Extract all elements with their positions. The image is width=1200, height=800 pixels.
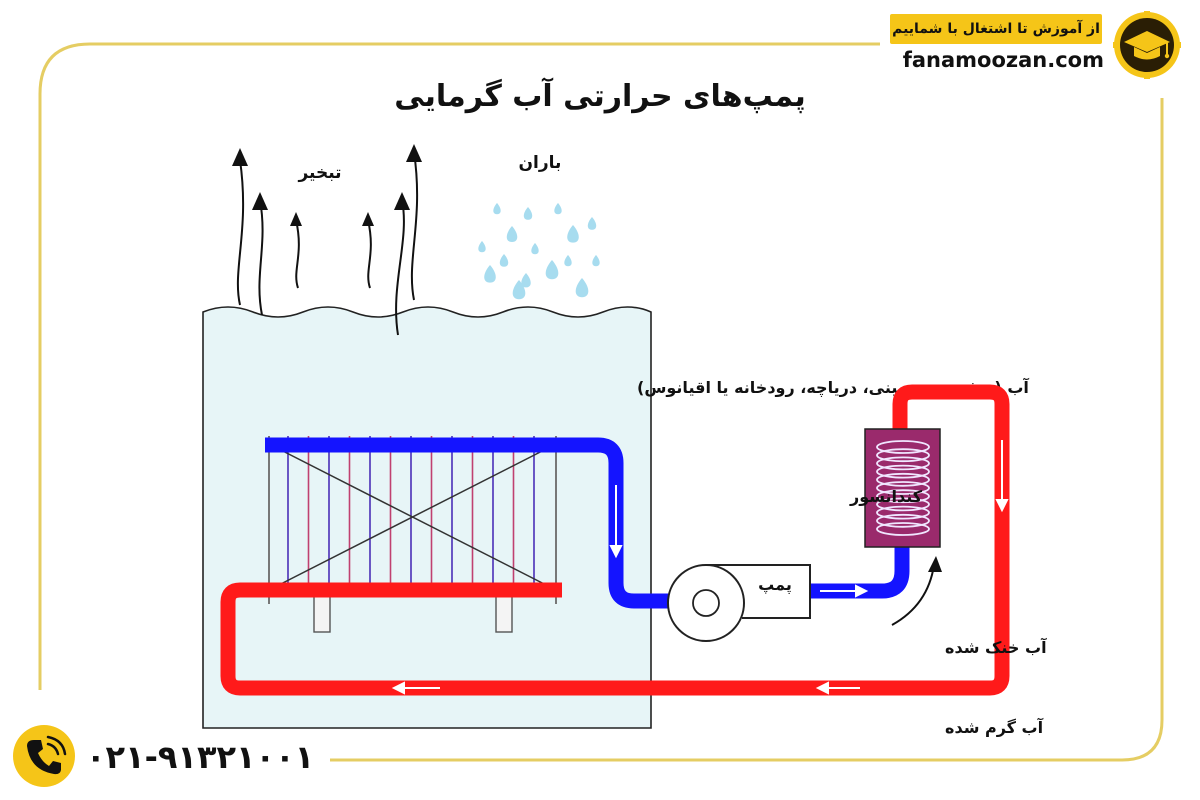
condenser-coil-loop (876, 497, 930, 512)
gold-frame (38, 42, 880, 690)
rain-drop (545, 260, 559, 280)
condenser-coil-loop (876, 522, 930, 536)
heat-exchanger-coil (268, 436, 557, 604)
rain-drop (575, 278, 589, 298)
diagram-title: پمپ‌های حرارتی آب گرمایی (394, 77, 805, 114)
rain-drop (592, 255, 600, 267)
rain-drop (564, 255, 572, 267)
cooled-water-arrowhead (928, 556, 942, 572)
condenser-coil-loop (876, 456, 930, 471)
pump-label: پمپ (758, 575, 792, 595)
rain-drop (493, 203, 501, 215)
condenser-label: کندانسور (849, 487, 923, 506)
rain-drop (531, 243, 539, 255)
exchanger-support-right (495, 593, 513, 633)
cooled-water-arrow (891, 564, 935, 626)
rain-drop (499, 254, 509, 267)
rain-drop (512, 280, 526, 300)
condenser-coil-loop (876, 464, 930, 479)
rain-drops (478, 203, 600, 300)
exchanger-support-left (313, 593, 331, 633)
rain-drop (484, 265, 496, 283)
gold-frame-right (330, 98, 1164, 762)
condenser-coil-loop (876, 440, 930, 454)
brand-website[interactable]: fanamoozan.com (902, 48, 1104, 72)
rain-drop (521, 273, 531, 288)
water-body (202, 306, 652, 729)
hot-loop-pipe (220, 384, 1010, 696)
evaporation-label: تبخیر (297, 163, 341, 183)
rain-drop (506, 226, 518, 242)
rain-drop (554, 203, 562, 215)
rain-drop (567, 225, 579, 243)
rain-label: باران (519, 153, 562, 173)
rain-drop (523, 207, 533, 220)
evaporation-arrowheads (232, 144, 422, 226)
rain-drop (587, 217, 597, 230)
evaporation-arrows (236, 151, 419, 336)
phone-icon (13, 725, 75, 787)
cooled-water-label: آب خنک شده (945, 637, 1047, 657)
flow-arrows (391, 440, 1009, 695)
rain-drop (478, 241, 486, 253)
graduation-cap-logo-icon (1113, 11, 1181, 79)
condenser-coil-loop (876, 505, 930, 520)
phone-number[interactable]: ۰۲۱-۹۱۳۲۱۰۰۱ (86, 738, 315, 776)
cold-return-pipe (810, 540, 910, 599)
pump-unit (667, 564, 811, 642)
condenser-coil-loop (876, 489, 930, 504)
condenser-coil-loop (876, 448, 930, 463)
heated-water-label: آب گرم شده (945, 717, 1044, 737)
condenser-coil-loop (876, 481, 930, 495)
condenser-coil-loop (876, 472, 930, 487)
condenser-coil-loop (876, 513, 930, 528)
brand-slogan: از آموزش تا اشتغال با شماییم (890, 14, 1102, 44)
condenser-coil (876, 440, 930, 536)
